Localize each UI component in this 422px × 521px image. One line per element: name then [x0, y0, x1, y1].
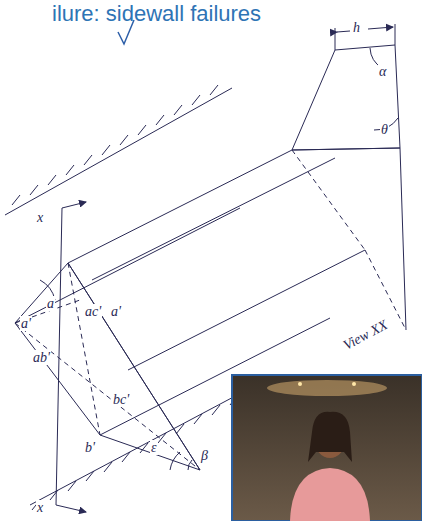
point-label: θ [380, 122, 389, 137]
point-label: α [378, 64, 387, 79]
point-label: a' [20, 316, 32, 331]
point-label: a [46, 296, 55, 311]
point-label: ac' [84, 304, 102, 319]
slide-title: ilure: sidewall failures [52, 2, 261, 26]
point-label: View XX [340, 317, 391, 354]
webcam-inset [232, 375, 422, 521]
wedge-lines [5, 24, 406, 512]
point-label: ε [150, 440, 158, 455]
point-label: b' [84, 440, 96, 455]
point-label: ab' [32, 350, 51, 365]
point-label: a' [110, 304, 122, 319]
point-label: bc' [112, 392, 130, 407]
point-label: β [200, 448, 209, 463]
point-label: h [352, 20, 361, 35]
point-label: x [36, 210, 44, 225]
point-label: x [36, 500, 44, 515]
